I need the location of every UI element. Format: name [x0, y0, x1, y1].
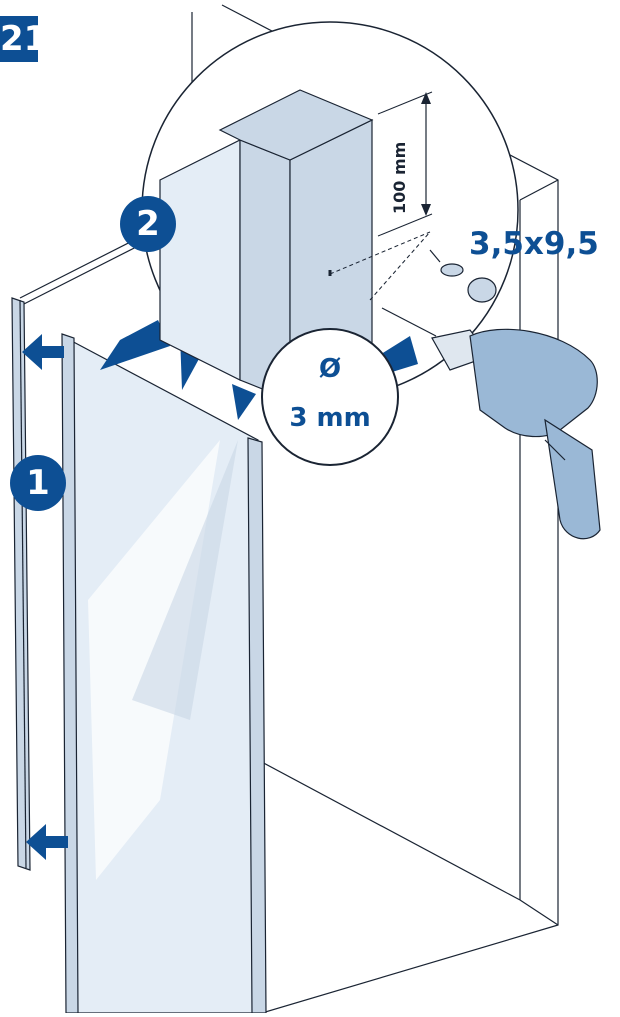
diameter-symbol: Ø — [318, 354, 342, 384]
drill — [381, 307, 601, 540]
glass-panel — [61, 333, 267, 1014]
drill-size-label: 3 mm — [289, 403, 371, 433]
callout-2-badge: 2 — [120, 196, 176, 252]
screw — [429, 249, 497, 303]
detail-magnifier — [100, 21, 519, 420]
drill-size-circle — [261, 328, 399, 466]
step-number-badge: 21 — [0, 16, 38, 62]
wall-profile — [11, 297, 31, 871]
screw-size-label: 3,5x9,5 — [469, 226, 599, 262]
callout-1-badge: 1 — [10, 455, 66, 511]
insert-arrows — [22, 334, 68, 860]
